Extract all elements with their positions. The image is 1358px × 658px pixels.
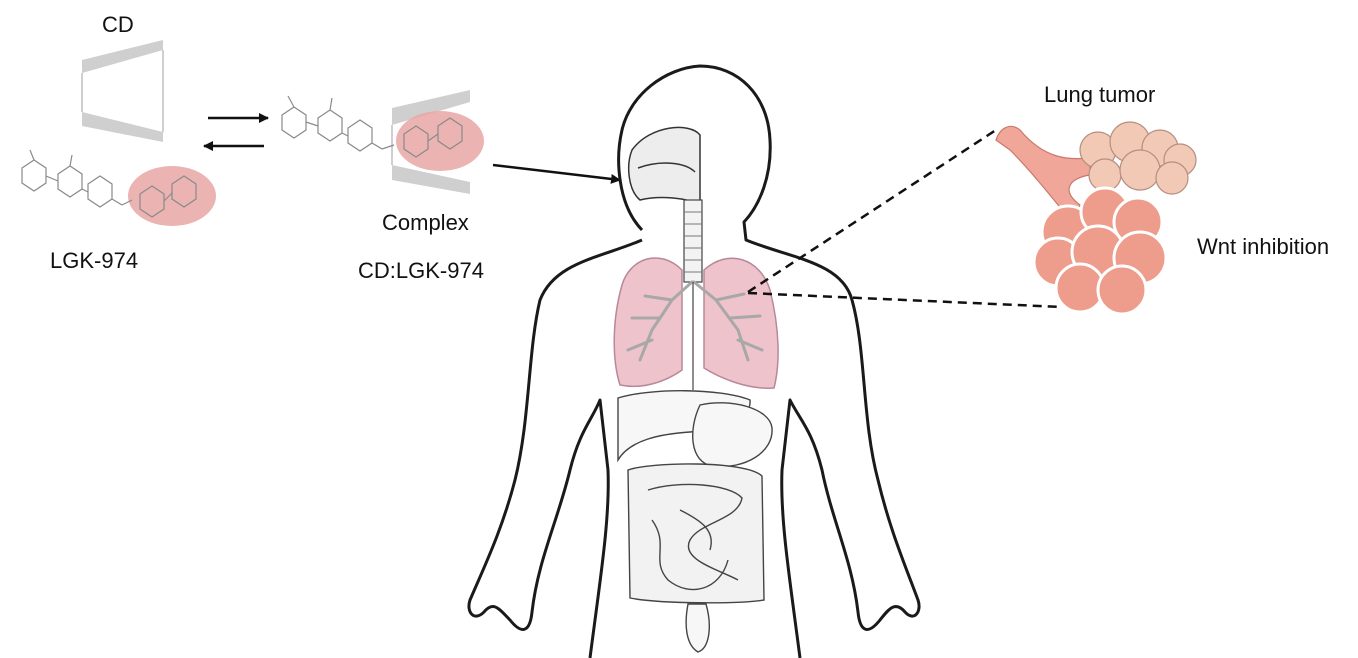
trachea-icon (684, 200, 702, 282)
complex-formula-label: CD:LGK-974 (358, 260, 484, 282)
cd-cone-icon (82, 40, 163, 142)
equilibrium-arrows-icon (204, 118, 268, 146)
alveoli-icon (996, 122, 1196, 314)
complex-cone-icon (392, 90, 484, 194)
lung-tumor-label: Lung tumor (1044, 84, 1155, 106)
oral-cavity-icon (629, 127, 700, 205)
wnt-inhibition-label: Wnt inhibition (1197, 236, 1329, 258)
lgk974-molecule-icon (22, 150, 216, 226)
digestive-organs-icon (618, 391, 772, 652)
complex-label: Complex (382, 212, 469, 234)
dashed-connector-bottom (748, 293, 1062, 307)
dashed-connector-top (748, 130, 996, 292)
cd-label: CD (102, 14, 134, 36)
delivery-arrow (493, 165, 620, 180)
lgk974-label: LGK-974 (50, 250, 138, 272)
